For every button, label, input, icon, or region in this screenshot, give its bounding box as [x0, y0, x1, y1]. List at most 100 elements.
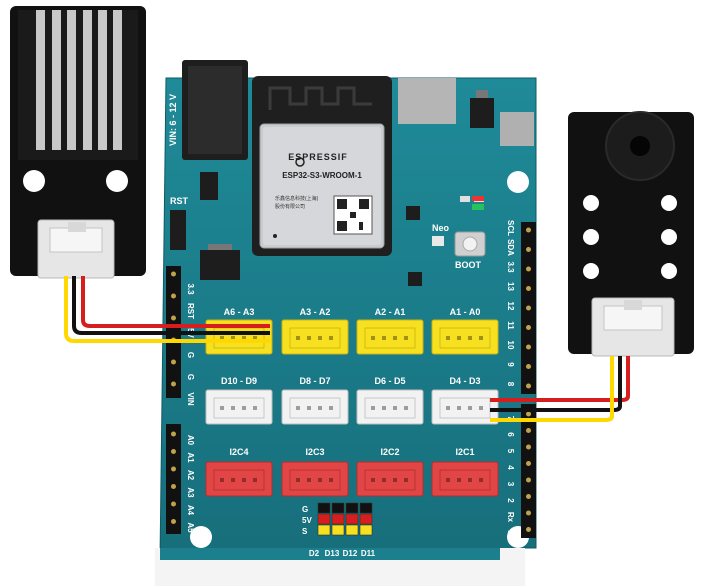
servo-pin[interactable]: [359, 513, 373, 525]
pin: [171, 271, 176, 277]
pin: [526, 383, 531, 389]
servo-pin[interactable]: [345, 513, 359, 525]
right-pin-label: 2: [506, 498, 515, 503]
smd-chip: [406, 206, 420, 220]
analog-connector-body[interactable]: [431, 319, 499, 355]
diode: [200, 172, 218, 200]
servo-pin[interactable]: [345, 524, 359, 536]
i2c-connector-body[interactable]: [431, 461, 499, 497]
digital-connector[interactable]: [205, 389, 273, 425]
water-level-sensor: [10, 6, 146, 279]
digital-connector[interactable]: [281, 389, 349, 425]
servo-row-label: 5V: [302, 516, 312, 525]
analog-connector-label: A6 - A3: [224, 307, 255, 317]
pin: [171, 484, 176, 489]
i2c-connector-label: I2C2: [380, 447, 399, 457]
pin: [526, 305, 531, 311]
servo-pin[interactable]: [359, 524, 373, 536]
rst-label: RST: [170, 196, 189, 206]
i2c-connector[interactable]: [205, 461, 273, 497]
pin: [171, 466, 176, 472]
pin: [171, 381, 176, 387]
digital-connector-body[interactable]: [205, 389, 273, 425]
analog-connector-body[interactable]: [281, 319, 349, 355]
i2c-connector-label: I2C4: [229, 447, 248, 457]
pin: [526, 510, 531, 516]
pin: [526, 494, 531, 499]
right-pin-label: 8: [506, 382, 515, 387]
pin: [171, 449, 176, 454]
servo-pin[interactable]: [317, 513, 331, 525]
mount-hole: [106, 170, 128, 192]
left-pin-label: A2: [186, 470, 195, 481]
analog-connector-label: A3 - A2: [300, 307, 331, 317]
left-pin-label: G: [186, 352, 195, 358]
digital-connector-label: D8 - D7: [299, 376, 330, 386]
i2c-connector[interactable]: [281, 461, 349, 497]
power-led: [472, 196, 484, 201]
i2c-connector-label: I2C1: [455, 447, 474, 457]
analog-connector[interactable]: [281, 319, 349, 355]
digital-connector[interactable]: [356, 389, 424, 425]
servo-pin[interactable]: [331, 502, 345, 514]
servo-pin[interactable]: [317, 502, 331, 514]
servo-pin[interactable]: [331, 524, 345, 536]
right-pin-label: 9: [506, 362, 515, 367]
servo-row-label: S: [302, 527, 308, 536]
pin: [526, 527, 531, 532]
i2c-connector-body[interactable]: [205, 461, 273, 497]
regulator-chip: [470, 98, 494, 128]
left-pin-label: A1: [186, 452, 195, 463]
right-pin-label: Rx: [506, 512, 515, 523]
power-label: VIN: 6 - 12 V: [168, 94, 178, 146]
usb-small-port: [500, 112, 534, 146]
mount-hole: [190, 526, 212, 548]
pin: [526, 227, 531, 233]
servo-column-label: D2: [309, 549, 320, 558]
servo-pin[interactable]: [331, 513, 345, 525]
digital-connector-body[interactable]: [281, 389, 349, 425]
right-pin-label: 13: [506, 282, 515, 291]
digital-connector[interactable]: [431, 389, 499, 425]
servo-column-label: D12: [343, 549, 358, 558]
pin: [526, 477, 531, 483]
pin: [526, 444, 531, 450]
pin: [526, 461, 531, 466]
digital-connector-body[interactable]: [356, 389, 424, 425]
analog-connector-body[interactable]: [205, 319, 273, 355]
right-pin-label: SCL: [506, 220, 515, 236]
analog-connector[interactable]: [356, 319, 424, 355]
boot-button[interactable]: [454, 231, 486, 257]
right-pin-label: 6: [506, 432, 515, 437]
digital-connector-body[interactable]: [431, 389, 499, 425]
servo-pin[interactable]: [317, 524, 331, 536]
pin: [171, 315, 176, 321]
i2c-connector-label: I2C3: [305, 447, 324, 457]
servo-column-label: D13: [325, 549, 340, 558]
smd-chip: [408, 272, 422, 286]
i2c-connector[interactable]: [356, 461, 424, 497]
pin: [171, 293, 176, 299]
i2c-connector-body[interactable]: [356, 461, 424, 497]
module-brand: ESPRESSIF: [288, 152, 348, 162]
right-pin-label: 5: [506, 449, 515, 454]
servo-row-label: G: [302, 505, 308, 514]
servo-pin[interactable]: [359, 502, 373, 514]
antenna-trace: [268, 86, 372, 110]
pin: [171, 431, 176, 437]
i2c-connector[interactable]: [431, 461, 499, 497]
right-pin-label: 10: [506, 341, 515, 350]
pin: [171, 501, 176, 507]
right-pin-label: SDA: [506, 239, 515, 256]
i2c-connector-body[interactable]: [281, 461, 349, 497]
espressif-logo-icon: [295, 157, 305, 167]
left-pin-label: A3: [186, 487, 195, 498]
analog-connector[interactable]: [431, 319, 499, 355]
module-maker-line1: 乐鑫信息科技(上海): [275, 195, 319, 202]
mount-hole: [23, 170, 45, 192]
pin: [526, 325, 531, 330]
servo-pin[interactable]: [345, 502, 359, 514]
analog-connector-body[interactable]: [356, 319, 424, 355]
